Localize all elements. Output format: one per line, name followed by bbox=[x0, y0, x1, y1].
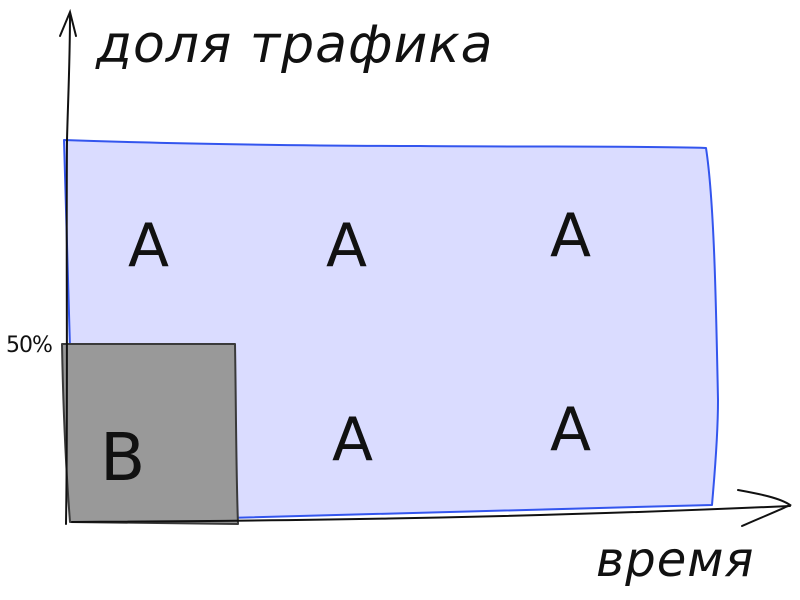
cell-label: A bbox=[550, 201, 591, 271]
y-axis bbox=[59, 8, 77, 525]
region-b bbox=[61, 343, 239, 525]
y-axis-label: доля трафика bbox=[95, 15, 494, 75]
x-axis-label: время bbox=[596, 532, 754, 588]
cell-label: A bbox=[128, 211, 169, 281]
x-axis bbox=[71, 489, 792, 527]
cell-label: A bbox=[326, 211, 367, 281]
y-marker-label: 50% bbox=[6, 333, 52, 358]
cell-label: B bbox=[100, 419, 145, 496]
cell-label: A bbox=[550, 395, 591, 465]
cell-label: A bbox=[332, 405, 373, 475]
